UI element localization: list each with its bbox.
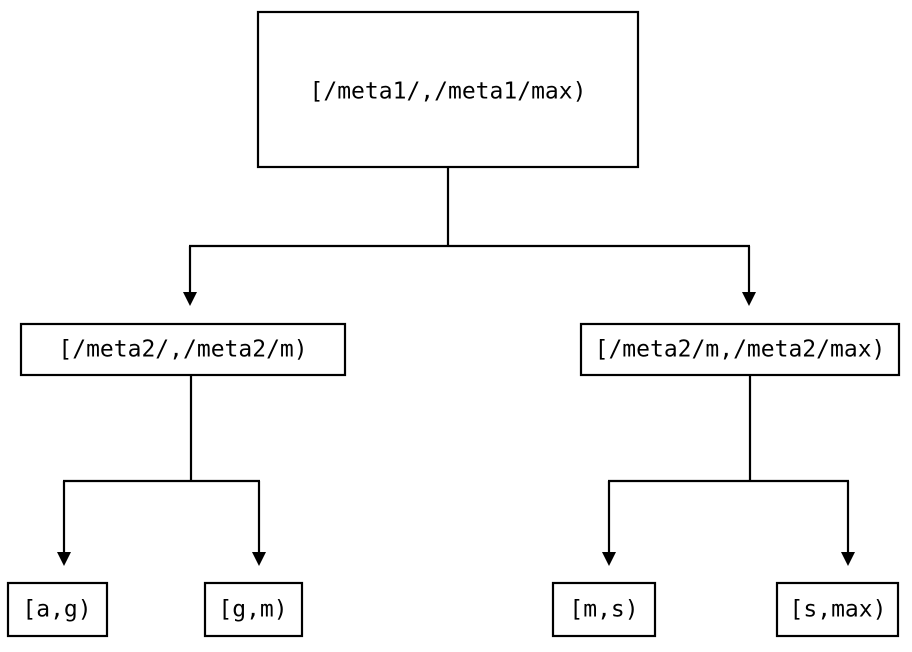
node-leaf-m-s-box[interactable] [551,581,657,638]
node-leaf-s-max-box[interactable] [775,581,900,638]
node-leaf-a-g-box[interactable] [6,581,109,638]
node-leaf-m-s[interactable]: [m,s) [551,581,657,638]
node-leaf-g-m[interactable]: [g,m) [203,581,304,638]
node-mid-right[interactable]: [/meta2/m,/meta2/max) [579,322,901,377]
edge-root-to-mid-level [183,167,756,306]
node-root-box[interactable] [256,10,640,169]
node-root[interactable]: [/meta1/,/meta1/max) [256,10,640,169]
node-leaf-a-g-label: [a,g) [22,597,91,623]
edge-mid-left-leaf-g-m-arrowhead [252,552,266,566]
node-leaf-m-s-label: [m,s) [569,597,638,623]
node-leaf-s-max[interactable]: [s,max) [775,581,900,638]
edge-mid-right-to-leaves [602,375,855,566]
node-mid-right-label: [/meta2/m,/meta2/max) [595,337,886,363]
node-mid-left-label: [/meta2/,/meta2/m) [58,337,307,363]
node-leaf-a-g[interactable]: [a,g) [6,581,109,638]
edge-root-mid-left-arrowhead [183,292,197,306]
edge-mid-left-leaf-a-g-arrowhead [57,552,71,566]
node-mid-left[interactable]: [/meta2/,/meta2/m) [19,322,347,377]
edge-root-mid-right-arrowhead [742,292,756,306]
node-leaf-g-m-label: [g,m) [218,597,287,623]
node-root-label: [/meta1/,/meta1/max) [310,79,587,105]
edge-mid-right-leaf-m-s-arrowhead [602,552,616,566]
edge-mid-right-leaf-s-max-arrowhead [841,552,855,566]
node-leaf-g-m-box[interactable] [203,581,304,638]
node-mid-right-box[interactable] [579,322,901,377]
node-mid-left-box[interactable] [19,322,347,377]
node-leaf-s-max-label: [s,max) [790,597,887,623]
edge-mid-left-to-leaves [57,375,266,566]
